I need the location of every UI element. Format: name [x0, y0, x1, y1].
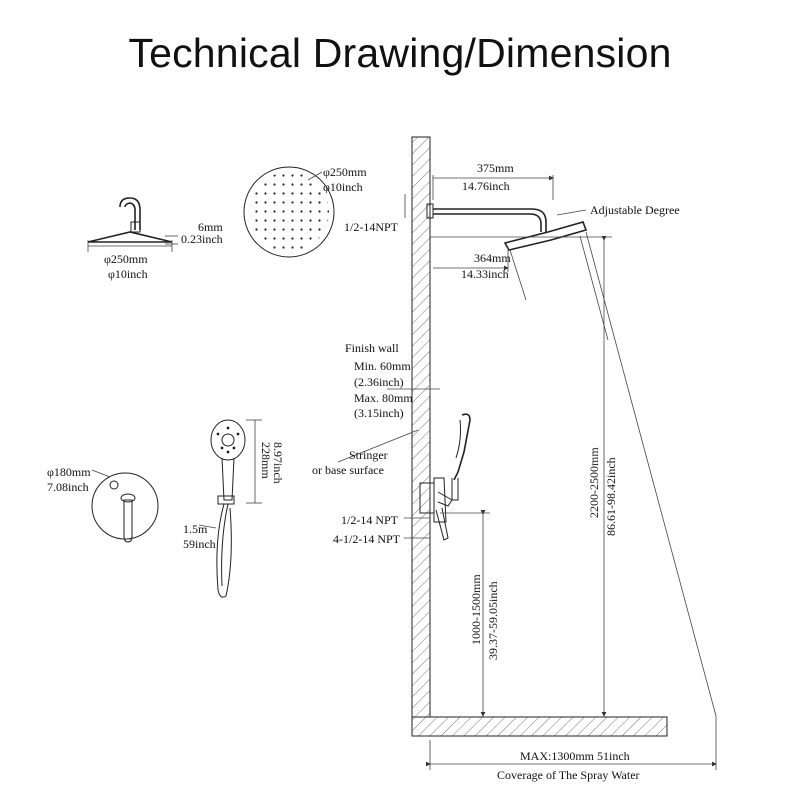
coverage-dimension	[426, 716, 717, 770]
head-height-mm: 2200-2500mm	[587, 447, 601, 518]
max-depth-in: (3.15inch)	[354, 406, 404, 420]
shower-head-side-view	[87, 197, 178, 252]
valve-diameter-mm: φ180mm	[47, 465, 91, 479]
coverage-max: MAX:1300mm 51inch	[520, 749, 630, 763]
handheld-length-mm: 228mm	[259, 442, 273, 479]
head-diameter-mm: φ250mm	[104, 252, 148, 266]
arm-length-in: 14.76inch	[462, 179, 510, 193]
head-front-dia-mm: φ250mm	[323, 165, 367, 179]
valve-trim-plate	[91, 469, 159, 543]
handheld-length-in: 8.97inch	[271, 442, 285, 484]
height-dimensions	[430, 236, 612, 717]
finish-wall-marks	[337, 383, 440, 463]
head-height-in: 86.61-98.42inch	[604, 457, 618, 536]
finish-wall-label: Finish wall	[345, 341, 399, 355]
coverage-label: Coverage of The Spray Water	[497, 768, 640, 782]
valve-thread-1: 1/2-14 NPT	[341, 513, 399, 527]
min-depth-in: (2.36inch)	[354, 375, 404, 389]
arm-length-mm: 375mm	[477, 161, 514, 175]
drop-length-in: 14.33inch	[461, 267, 509, 281]
valve-height-mm: 1000-1500mm	[469, 574, 483, 645]
head-diameter-in: φ10inch	[108, 267, 148, 281]
hand-shower	[198, 419, 262, 598]
shower-head-front-view	[243, 166, 335, 258]
valve-height-in: 39.37-59.05inch	[486, 581, 500, 660]
valve-diameter-in: 7.08inch	[47, 480, 89, 494]
head-front-dia-in: φ10inch	[323, 180, 363, 194]
hose-length-in: 59inch	[183, 537, 216, 551]
arm-thread-label: 1/2-14NPT	[344, 220, 399, 234]
drop-length-mm: 364mm	[474, 251, 511, 265]
wall-section	[411, 136, 668, 737]
stringer-label: Stringer	[349, 448, 388, 462]
min-depth-mm: Min. 60mm	[354, 359, 411, 373]
valve-thread-2: 4-1/2-14 NPT	[333, 532, 401, 546]
adjustable-degree-label: Adjustable Degree	[590, 203, 680, 217]
base-surface-label: or base surface	[312, 463, 384, 477]
installed-valve	[404, 413, 471, 541]
installed-shower-arm	[404, 175, 588, 272]
page-title: Technical Drawing/Dimension	[128, 30, 672, 76]
head-thickness-mm: 6mm	[198, 220, 223, 234]
hose-length-m: 1.5m	[183, 522, 208, 536]
max-depth-mm: Max. 80mm	[354, 391, 413, 405]
head-thickness-in: 0.23inch	[181, 232, 223, 246]
